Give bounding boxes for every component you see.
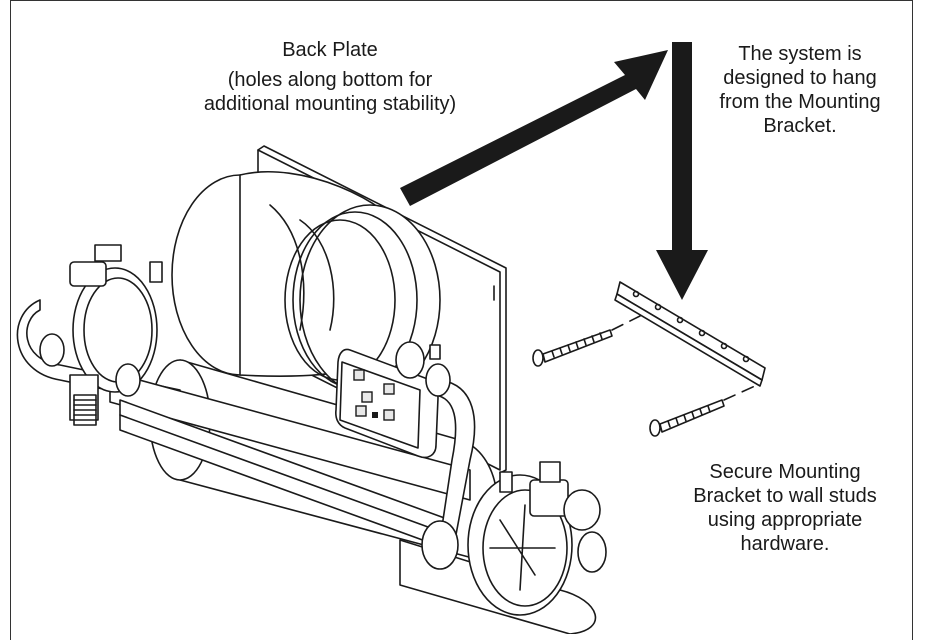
back-plate-note-line2: additional mounting stability) xyxy=(203,93,457,115)
back-plate-title: Back Plate xyxy=(282,39,378,61)
screw-icon xyxy=(649,385,756,437)
hang-note-line1: The system is xyxy=(738,43,862,65)
secure-note-line1: Secure Mounting xyxy=(709,461,861,483)
left-valve-head xyxy=(39,244,163,426)
diagram-frame xyxy=(10,0,913,640)
right-valve-head xyxy=(421,461,607,616)
elbow-fitting xyxy=(395,341,451,397)
arrow-down-icon xyxy=(656,42,708,300)
arrow-up-right-icon xyxy=(400,50,668,206)
secure-note-line4: hardware. xyxy=(740,533,830,555)
mounting-bracket-icon xyxy=(614,281,766,387)
back-plate-note-line1: (holes along bottom for xyxy=(227,69,433,91)
pressure-tank xyxy=(171,171,441,396)
pipes xyxy=(16,299,597,634)
back-plate-label: Back Plate (holes along bottom for addit… xyxy=(200,38,460,116)
hang-note-label: The system is designed to hang from the … xyxy=(690,42,910,138)
hang-note-line4: Bracket. xyxy=(763,115,837,137)
secure-bracket-label: Secure Mounting Bracket to wall studs us… xyxy=(660,460,910,556)
secure-note-line2: Bracket to wall studs xyxy=(693,485,877,507)
secure-note-line3: using appropriate xyxy=(707,509,863,531)
hang-note-line3: from the Mounting xyxy=(719,91,881,113)
hang-note-line2: designed to hang xyxy=(723,67,877,89)
screw-icon xyxy=(532,315,641,367)
